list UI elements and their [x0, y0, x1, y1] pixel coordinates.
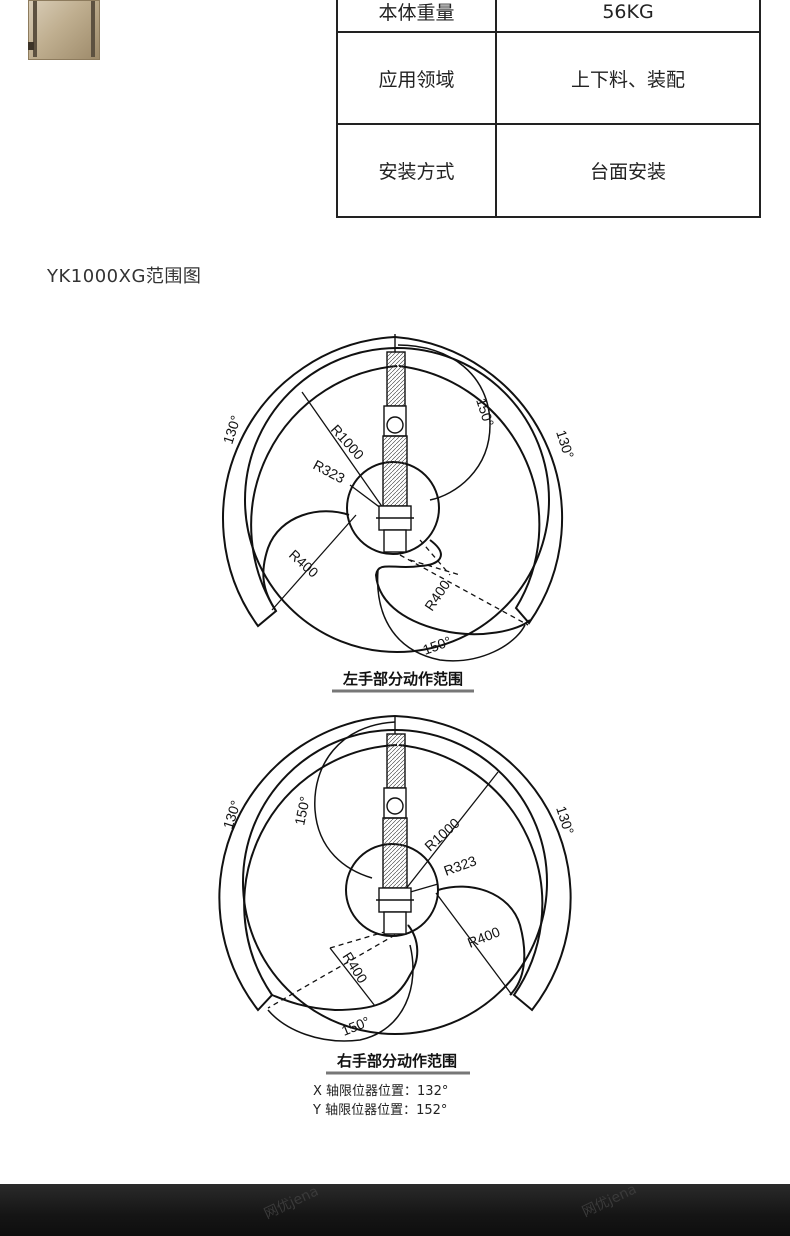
left-diagram-caption: 左手部分动作范围: [332, 670, 474, 693]
label-r400-bottom: R400: [421, 577, 453, 614]
caption-left-hand: 左手部分动作范围: [342, 670, 463, 688]
outer-band-right: [394, 715, 572, 1012]
label-r323: R323: [442, 852, 479, 879]
robot-arm: [376, 334, 414, 553]
small-arc-150-top: [397, 344, 491, 501]
label-r400-right: R400: [465, 923, 502, 950]
label-r400-bottom: R400: [339, 949, 370, 986]
spec-table: 本体重量 56KG 应用领域 上下料、装配 安装方式 台面安装: [336, 0, 761, 218]
right-diagram-caption: 右手部分动作范围 X 轴限位器位置：132° Y 轴限位器位置：152°: [312, 1052, 470, 1118]
spec-row-application: 应用领域 上下料、装配: [336, 31, 761, 125]
lobe-right-r400: [437, 885, 526, 996]
label-r1000: R1000: [421, 815, 463, 855]
lobe-left-r400: [262, 510, 350, 612]
spec-value: 台面安装: [495, 123, 761, 218]
label-small-top: 150°: [473, 396, 497, 428]
spec-row-installation: 安装方式 台面安装: [336, 123, 761, 218]
dashed-line-lobe: [419, 539, 451, 576]
label-small-top: 150°: [291, 795, 313, 827]
note-x-axis-limit: X 轴限位器位置：132°: [313, 1084, 448, 1099]
robot-arm: [376, 716, 414, 935]
section-title: YK1000XG范围图: [47, 266, 202, 287]
label-outer-right: 130°: [553, 804, 577, 836]
caption-right-hand: 右手部分动作范围: [337, 1052, 457, 1070]
label-outer-right: 130°: [553, 428, 577, 460]
label-small-bottom: 150°: [339, 1013, 372, 1039]
small-arc-150-top: [314, 721, 396, 879]
outer-band-left: [218, 715, 398, 1012]
product-thumbnail: [28, 0, 100, 60]
spec-row-weight: 本体重量 56KG: [336, 0, 761, 33]
footer-dark-band: 网优jena 网优jena: [0, 1181, 790, 1236]
radius-line-r1000: [404, 771, 499, 891]
dashed-line-bottom: [267, 934, 396, 1009]
work-range-diagrams: 130° 130° 150° 150° R1000 R323 R400 R400…: [218, 334, 577, 1118]
radius-line-r400-bottom: [329, 947, 376, 1007]
radius-line-r400-right: [435, 892, 513, 996]
watermark: 网优jena: [261, 1183, 322, 1223]
spec-label: 本体重量: [336, 0, 497, 33]
lobe-bottom-r400: [271, 924, 419, 1012]
right-hand-range-diagram: [218, 715, 572, 1042]
radius-line-r400-left: [271, 514, 357, 611]
label-r400-left: R400: [286, 546, 322, 580]
spec-label: 应用领域: [336, 31, 497, 125]
spec-value: 上下料、装配: [495, 31, 761, 125]
spec-value: 56KG: [495, 0, 761, 33]
watermark: 网优jena: [579, 1181, 640, 1221]
label-r323: R323: [311, 457, 348, 487]
left-hand-range-diagram: [222, 334, 564, 662]
product-thumbnail-tab: [28, 42, 34, 50]
label-small-bottom: 150°: [421, 633, 454, 658]
note-y-axis-limit: Y 轴限位器位置：152°: [312, 1103, 447, 1118]
small-arc-150-bottom: [267, 944, 414, 1042]
dashed-line-bottom: [399, 554, 529, 626]
small-arc-150-bottom: [376, 569, 526, 662]
spec-label: 安装方式: [336, 123, 497, 218]
reach-circle-r1000: [244, 347, 550, 653]
radius-line-r1000: [301, 391, 391, 519]
outer-band-left: [222, 336, 398, 628]
outer-band-right: [394, 336, 564, 625]
